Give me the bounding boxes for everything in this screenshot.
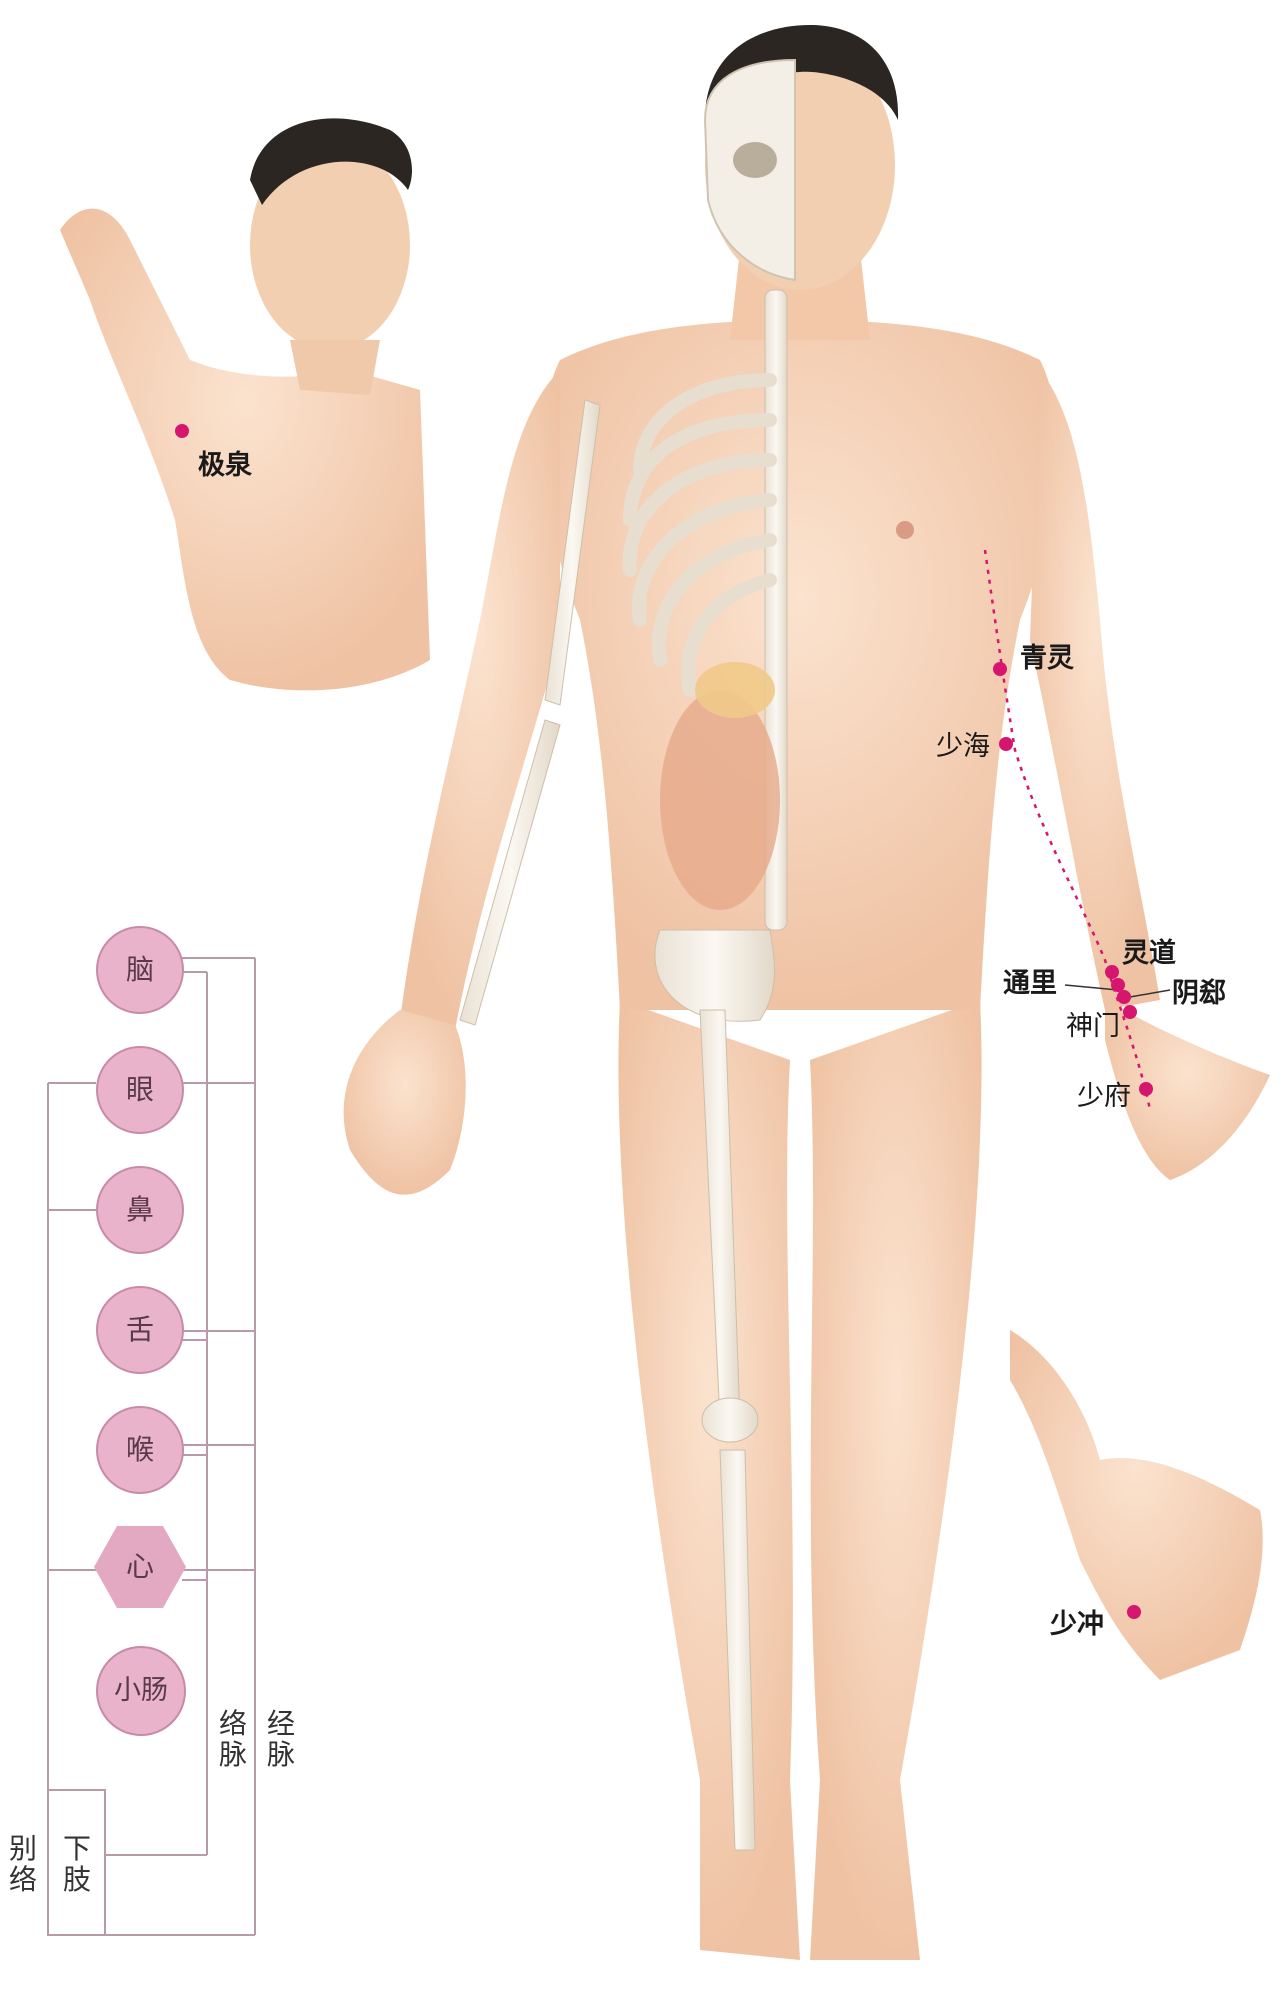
yinxi-leader xyxy=(1129,989,1171,998)
hair xyxy=(705,25,899,120)
right-arm xyxy=(400,370,560,1030)
inset-hair xyxy=(250,118,413,205)
left-leg xyxy=(810,1000,982,1960)
point-lingdao xyxy=(1105,965,1119,979)
tongli-leader xyxy=(1064,984,1119,991)
organ-bracket-lines xyxy=(47,957,256,1936)
organ-throat: 喉 xyxy=(96,1406,184,1494)
label-shaochong: 少冲 xyxy=(1050,1609,1104,1640)
label-shaofu: 少府 xyxy=(1077,1081,1131,1112)
point-qingling xyxy=(993,662,1007,676)
left-arm xyxy=(1030,370,1160,1010)
label-yinxi: 阴郄 xyxy=(1172,978,1226,1009)
label-shenmen: 神门 xyxy=(1066,1011,1120,1042)
point-shaohai xyxy=(999,737,1013,751)
label-qingling: 青灵 xyxy=(1020,643,1074,674)
point-jiquan xyxy=(175,424,189,438)
organ-brain: 脑 xyxy=(96,926,184,1014)
patella xyxy=(701,1397,759,1443)
tibia xyxy=(719,1449,756,1851)
right-leg xyxy=(618,1000,800,1960)
hand-inset xyxy=(1010,1330,1263,1680)
armpit-inset-figure xyxy=(60,118,430,691)
label-jiquan: 极泉 xyxy=(198,450,252,481)
pelvis xyxy=(654,929,775,1022)
label-tongli: 通里 xyxy=(1003,968,1057,999)
label-bieluo: 别络 xyxy=(8,1832,37,1897)
point-yinxi xyxy=(1117,990,1131,1004)
organ-tongue: 舌 xyxy=(96,1286,184,1374)
point-shaofu xyxy=(1139,1082,1153,1096)
label-xiazhi: 下肢 xyxy=(62,1832,91,1897)
ribcage xyxy=(622,373,777,697)
point-tongli xyxy=(1111,978,1125,992)
left-hand xyxy=(1105,1000,1270,1180)
heart-meridian-line xyxy=(983,549,1152,1111)
label-shaohai: 少海 xyxy=(936,731,990,762)
label-jingmai: 经脉 xyxy=(266,1707,295,1772)
point-shaochong xyxy=(1127,1605,1141,1619)
torso xyxy=(542,320,1058,1010)
organ-nose: 鼻 xyxy=(96,1166,184,1254)
main-figure xyxy=(343,25,1270,1960)
label-lingdao: 灵道 xyxy=(1122,938,1176,969)
humerus xyxy=(544,399,601,706)
point-shenmen xyxy=(1123,1005,1137,1019)
inset-head xyxy=(250,140,410,350)
intestines xyxy=(660,690,780,910)
forearm-bone xyxy=(459,719,561,1026)
label-luomai: 络脉 xyxy=(218,1707,247,1772)
organ-eye: 眼 xyxy=(96,1046,184,1134)
stomach xyxy=(695,662,775,718)
organ-small-intestine: 小肠 xyxy=(96,1646,186,1736)
right-hand xyxy=(343,1010,466,1195)
